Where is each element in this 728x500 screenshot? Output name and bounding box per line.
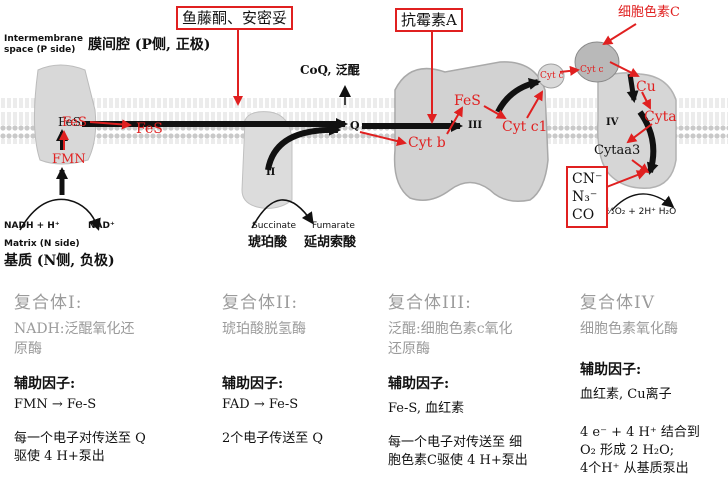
cytochrome-c-small xyxy=(537,63,565,89)
complex-3-roman: III xyxy=(468,120,483,131)
red-arrow-cytb-to-fes xyxy=(446,106,463,135)
o2-water-label: ½O₂ + 2H⁺ H₂O xyxy=(606,207,677,217)
complex-4-function: 4 e⁻ + 4 H⁺ 结合到 O₂ 形成 2 H₂O; 4个H⁺ 从基质泵出 xyxy=(580,425,700,476)
matrix-label: Matrix (N side) xyxy=(4,239,80,249)
co-item: CO xyxy=(572,207,595,223)
complex-2-desc: 琥珀酸脱氢酶 xyxy=(222,321,306,337)
complex-4-cofactor-header: 辅助因子: xyxy=(580,362,642,378)
coq-label: CoQ, 泛醌 xyxy=(300,63,360,77)
complex-1-shape xyxy=(33,64,97,165)
red-arrow-q-to-cytb xyxy=(359,131,407,146)
succinate-label: Succinate xyxy=(252,221,297,231)
arrow-complex2-to-q xyxy=(265,123,341,171)
complex-3-cofactor: Fe-S, 血红素 xyxy=(388,401,465,416)
cyanide-box: CN⁻ N₃⁻ CO xyxy=(566,166,609,228)
fes-c1-label: FeS xyxy=(58,115,81,129)
fmn-red-label: FMN xyxy=(52,152,86,167)
complex-1-cofactor-header: 辅助因子: xyxy=(14,376,76,392)
complex-2-title: 复合体II: xyxy=(222,293,299,313)
arrow-succinate-curve xyxy=(251,199,314,229)
complex-3-function: 每一个电子对传送至 细 胞色素C驱使 4 H+泵出 xyxy=(388,435,528,468)
q-label: Q xyxy=(350,119,360,132)
red-arrow-cytc-to-cytc xyxy=(559,65,580,76)
intermembrane-cn-label: 膜间腔 (P侧, 正极) xyxy=(88,37,211,53)
cytc-top-label: Cyt c xyxy=(580,65,604,75)
red-arrow-fes-to-fes xyxy=(89,119,132,130)
complex-4-desc: 细胞色素氧化酶 xyxy=(580,321,678,337)
cyanide-pointer xyxy=(603,170,647,189)
complex-3-column: 复合体III: 泛醌:细胞色素c氧化 还原酶 辅助因子: Fe-S, 血红素 每… xyxy=(388,288,568,470)
cytaa3-label: Cytaa3 xyxy=(594,143,641,158)
complex-4-cofactor: 血红素, Cu离子 xyxy=(580,387,672,402)
azide-item: N₃⁻ xyxy=(572,189,598,205)
cytochrome-c-top xyxy=(574,41,620,83)
complex-3-title: 复合体III: xyxy=(388,293,472,313)
electron-transport-diagram xyxy=(0,23,728,231)
fumarate-cn-label: 延胡索酸 xyxy=(304,235,357,250)
cytb-label: Cyt b xyxy=(408,135,446,151)
complex-1-function: 每一个电子对传送至 Q 驱使 4 H+泵出 xyxy=(14,431,146,464)
nadh-label: NADH + H⁺ xyxy=(4,221,60,231)
arrow-complex3-to-cytc xyxy=(495,78,541,114)
arrow-cytc-to-cu xyxy=(626,73,639,103)
complex-2-column: 复合体II: 琥珀酸脱氢酶 辅助因子: FAD → Fe-S 2个电子传送至 Q xyxy=(222,288,382,448)
fes-red-label-1: FeS xyxy=(62,115,87,130)
red-arrow-cu-to-cyta xyxy=(641,91,651,110)
nad-label: NAD⁺ xyxy=(88,221,115,231)
fes-c3-label: FeS xyxy=(454,93,481,109)
arrow-o2-curve xyxy=(611,193,675,211)
matrix-cn-label: 基质 (N侧, 负极) xyxy=(4,253,115,269)
intermembrane-label: Intermembrane space (P side) xyxy=(4,34,83,55)
complex-2-cofactor: FAD → Fe-S xyxy=(222,397,299,412)
fumarate-label: Fumarate xyxy=(312,221,355,231)
complex-1-desc: NADH:泛醌氧化还 原酶 xyxy=(14,321,135,357)
cu-label: Cu xyxy=(636,79,656,95)
red-arrow-cyta-to-cytaa3 xyxy=(626,123,653,144)
complex-4-roman: IV xyxy=(606,117,619,128)
red-arrow-cytaa3-to-o2 xyxy=(631,159,650,174)
complex-2-cofactor-header: 辅助因子: xyxy=(222,376,284,392)
complex-2-shape xyxy=(241,111,293,209)
red-arrow-cytc-to-cu xyxy=(609,61,640,77)
cyta-label: Cyta xyxy=(644,109,677,125)
cyanide-item: CN⁻ xyxy=(572,171,603,187)
red-arrow-cytc1-to-cytc xyxy=(526,90,543,119)
cytc1-label: Cyt c1 xyxy=(502,119,548,135)
red-arrow-fes-to-cytc1 xyxy=(483,105,507,119)
cytc-annotation-pointer xyxy=(602,23,637,46)
fes-red-label-2: FeS xyxy=(136,121,163,137)
cytc-small-label: Cyt c xyxy=(540,71,564,81)
rotenone-amytal-box: 鱼藤酮、安密妥 xyxy=(176,6,294,30)
arrow-nadh-curve xyxy=(19,198,101,231)
complex-1-title: 复合体I: xyxy=(14,293,83,313)
complex-3-cofactor-header: 辅助因子: xyxy=(388,376,450,392)
complex-2-roman: II xyxy=(266,167,276,178)
complex-3-desc: 泛醌:细胞色素c氧化 还原酶 xyxy=(388,321,513,357)
complex-1-cofactor: FMN → Fe-S xyxy=(14,397,97,412)
cytc-annotation: 细胞色素C xyxy=(618,5,680,20)
succinate-cn-label: 琥珀酸 xyxy=(248,235,288,250)
complex-2-function: 2个电子传送至 Q xyxy=(222,431,324,446)
arrow-cu-to-o2 xyxy=(637,110,659,175)
complex-4-column: 复合体IV 细胞色素氧化酶 辅助因子: 血红素, Cu离子 4 e⁻ + 4 H… xyxy=(580,288,726,478)
complex-4-title: 复合体IV xyxy=(580,293,655,313)
antimycin-box: 抗霉素A xyxy=(395,8,463,32)
complex-1-column: 复合体I: NADH:泛醌氧化还 原酶 辅助因子: FMN → Fe-S 每一个… xyxy=(14,288,204,466)
